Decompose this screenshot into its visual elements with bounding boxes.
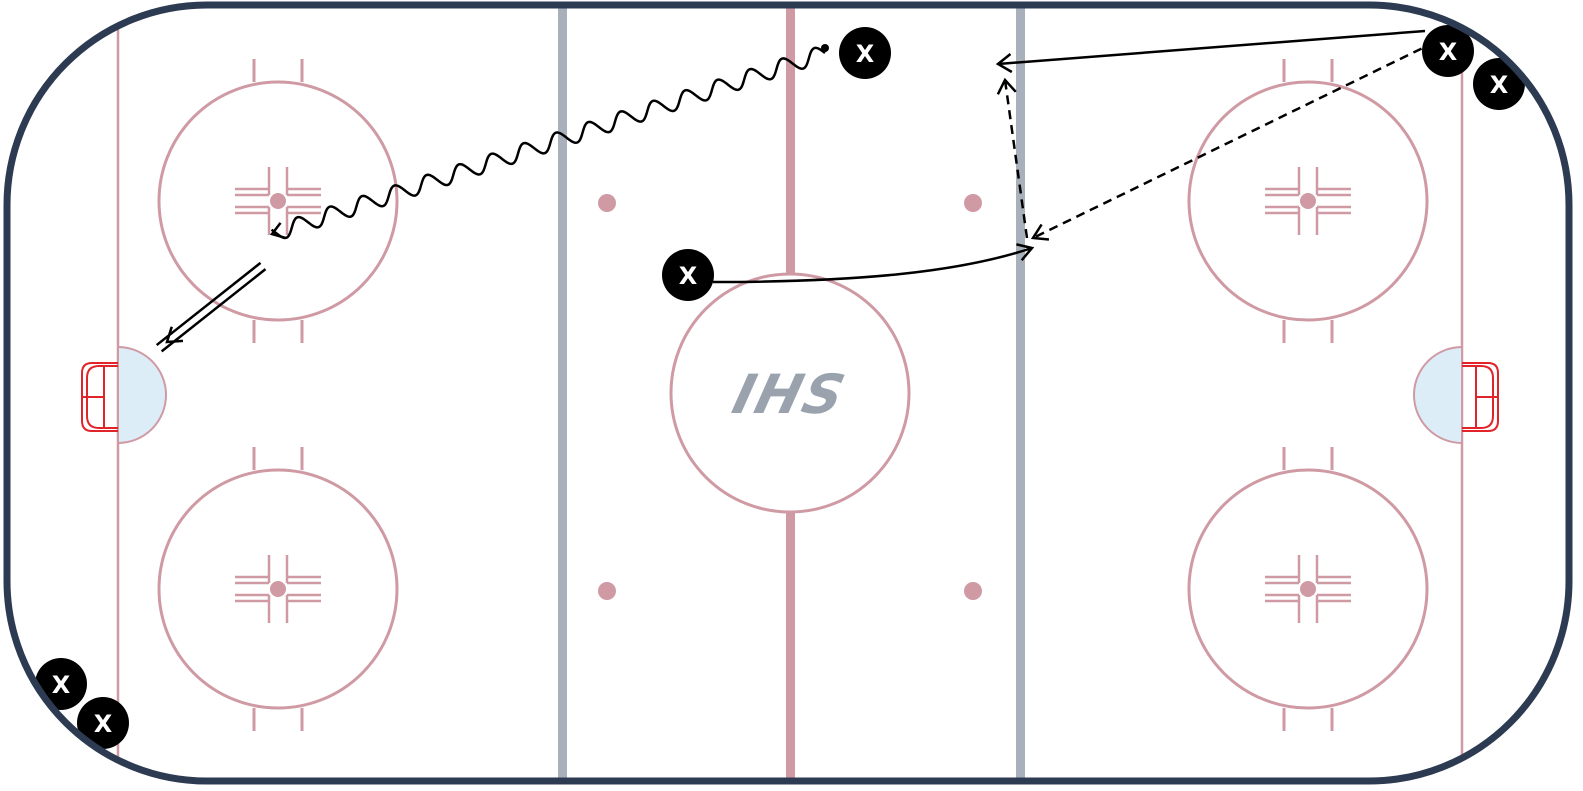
player-label: X [52,671,71,699]
crease-left [117,345,167,445]
player-label: X [94,710,113,738]
player-label: X [1439,38,1458,66]
skate-path-center [712,243,1035,284]
neutral-dot-right-bottom [964,582,982,600]
player-marker: X [77,697,129,749]
pass-path-1 [1030,40,1436,241]
player-marker: X [839,27,891,79]
faceoff-circle-left-bottom [157,447,399,731]
pass-path-2 [996,77,1029,239]
neutral-dot-right-top [964,194,982,212]
net-left [81,362,118,432]
player-label: X [856,40,875,68]
blue-line-right [1016,5,1025,781]
net-right [1462,362,1499,432]
faceoff-circle-right-top [1187,59,1429,343]
blue-line-left [558,5,567,781]
skate-with-puck-path [269,44,829,240]
player-marker: X [35,658,87,710]
player-marker: X [1473,58,1525,110]
faceoff-circle-left-top [157,59,399,343]
faceoff-circle-right-bottom [1187,447,1429,731]
center-circle [669,272,911,514]
player-label: X [679,262,698,290]
player-marker: X [662,249,714,301]
neutral-dot-left-top [598,194,616,212]
skate-path-top [995,29,1426,74]
crease-right [1413,345,1463,445]
center-logo: IHS [727,363,853,426]
shot-path [155,261,267,353]
neutral-dot-left-bottom [598,582,616,600]
player-marker: X [1422,25,1474,77]
player-label: X [1490,71,1509,99]
rink-boards [3,1,1573,785]
